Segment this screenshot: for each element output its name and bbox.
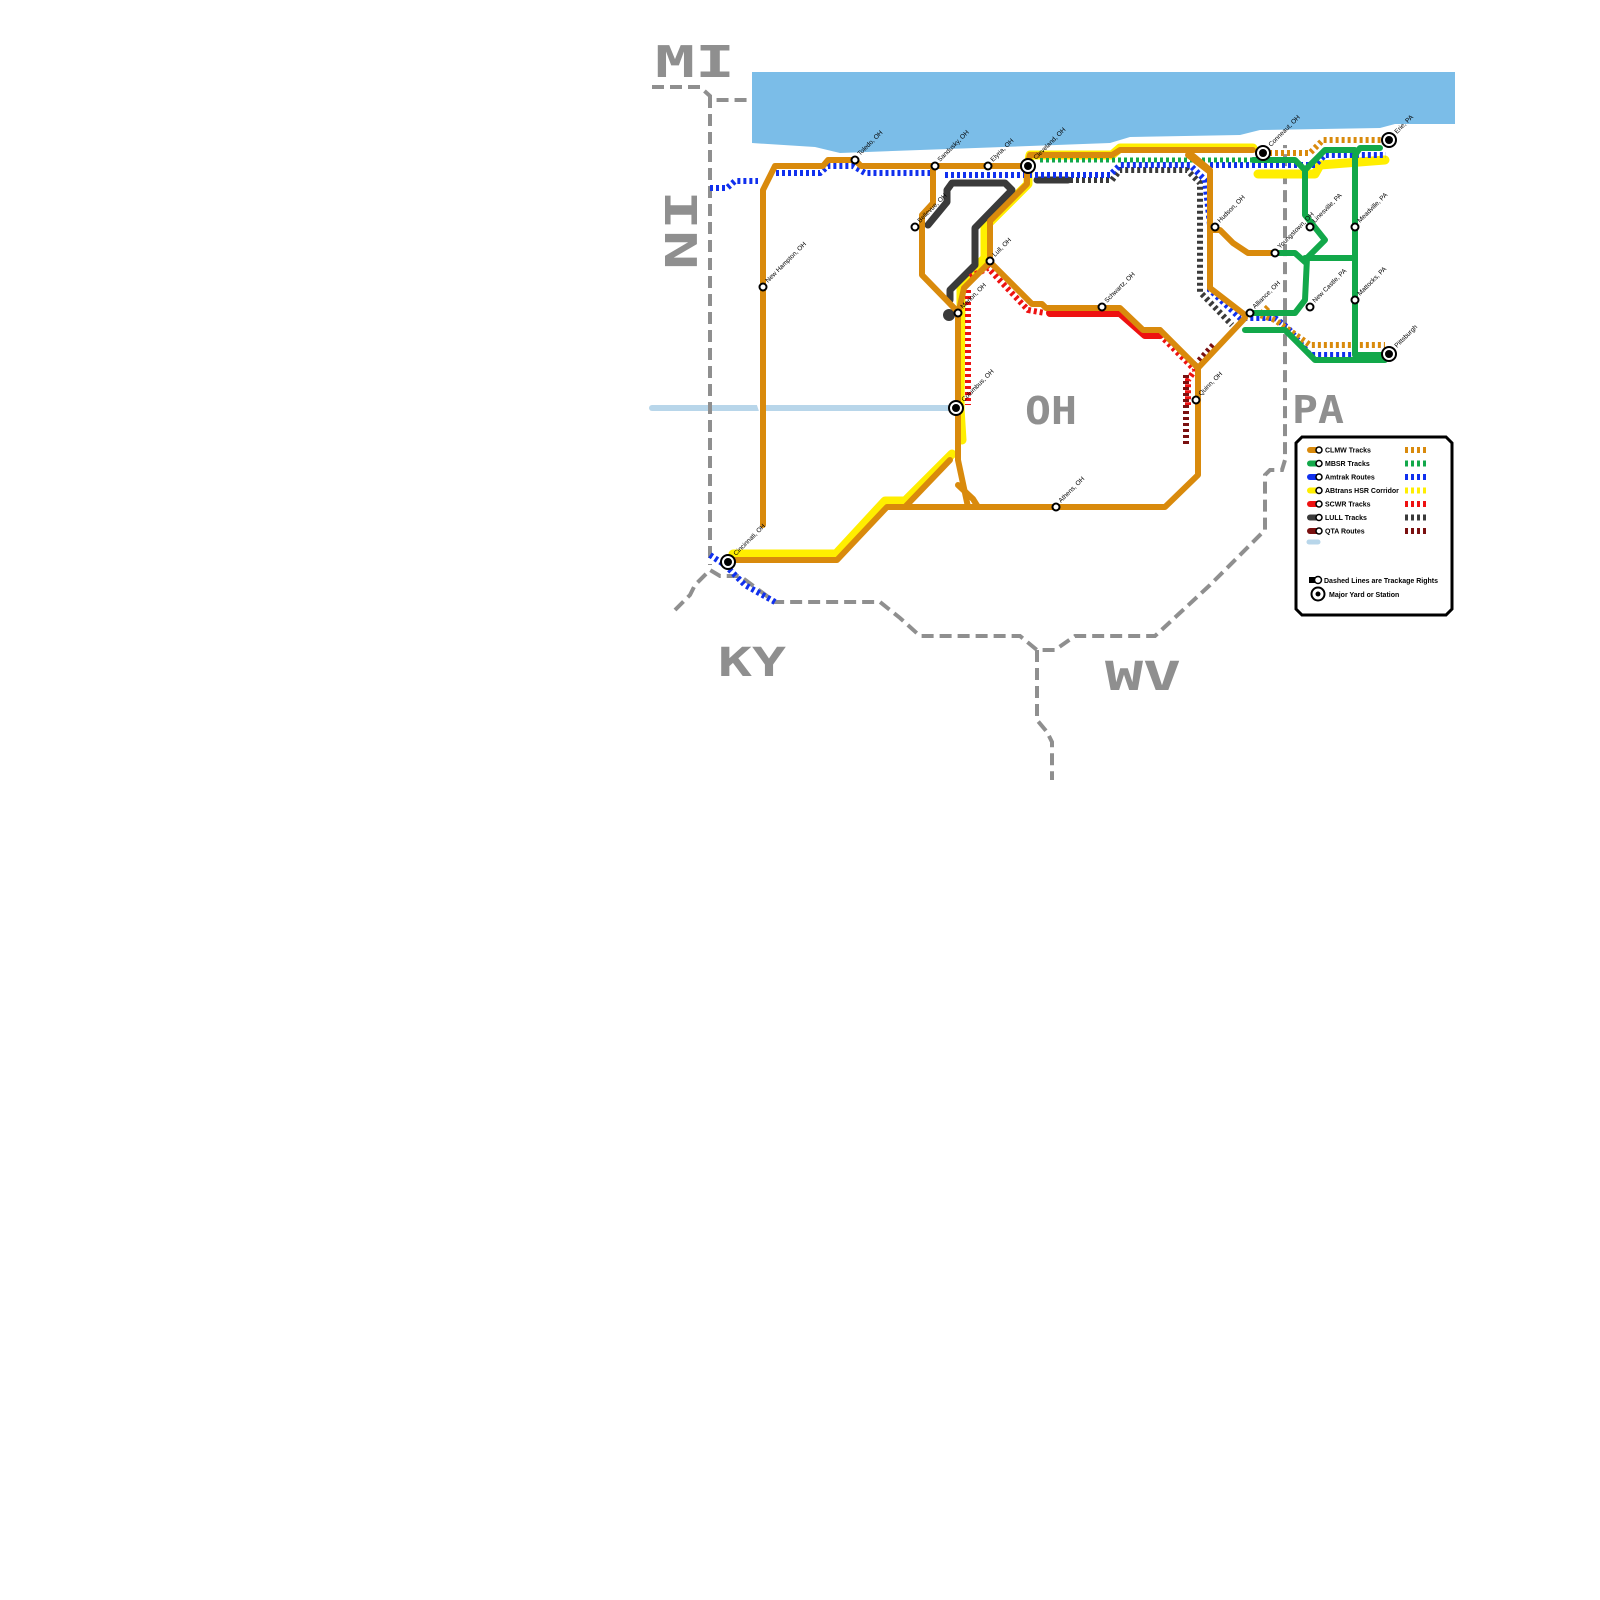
lull-lines — [924, 176, 1072, 304]
station-mattocks — [1350, 295, 1360, 305]
lake-erie — [752, 72, 1455, 153]
station-toledo — [850, 155, 860, 165]
legend-item-label: LULL Tracks — [1325, 515, 1367, 522]
major-station-markers — [720, 132, 1397, 570]
station-marion — [953, 308, 963, 318]
legend-dashed-swatch — [1309, 577, 1315, 583]
label-columbus: Columbus, OH — [960, 368, 995, 403]
label-pittsburgh: Pittsburgh — [1393, 323, 1419, 349]
state-label-in: IN — [654, 190, 705, 270]
station-hudson — [1210, 222, 1220, 232]
legend-item-label: MBSR Tracks — [1325, 461, 1370, 468]
clmw-lines — [730, 147, 1278, 563]
label-athens: Athens, OH — [1057, 475, 1086, 504]
label-mattocks: Mattocks, PA — [1356, 265, 1388, 297]
scwr-trackage-rights — [965, 264, 1199, 405]
state-label-ky: KY — [718, 640, 786, 686]
station-linesville — [1305, 222, 1315, 232]
station-youngstown — [1270, 248, 1280, 258]
station-quinn — [1191, 395, 1201, 405]
label-quinn: Quinn, OH — [1197, 371, 1224, 398]
station-alliance — [1245, 308, 1255, 318]
legend-dashed-note: Dashed Lines are Trackage Rights — [1324, 578, 1438, 585]
state-borders — [652, 85, 1287, 780]
legend-station-swatch — [1315, 527, 1323, 535]
station-lull — [985, 256, 995, 266]
label-meadville: Meadville, PA — [1356, 191, 1389, 224]
qta-trackage-rights — [1183, 340, 1218, 445]
station-athens — [1051, 502, 1061, 512]
label-new-hampton: New Hampton, OH — [764, 241, 808, 285]
state-label-pa: PA — [1292, 388, 1344, 432]
legend-item-label: CLMW Tracks — [1325, 448, 1371, 455]
label-lull: Lull, OH — [991, 237, 1013, 259]
legend-station-swatch — [1315, 513, 1323, 522]
abtrans-lines — [728, 143, 1390, 559]
legend-frame — [1294, 435, 1454, 617]
legend-station-swatch — [1315, 473, 1323, 481]
legend-major-note: Major Yard or Station — [1329, 592, 1399, 599]
state-label-wv: WV — [1105, 654, 1181, 700]
label-hudson: Hudson, OH — [1216, 194, 1246, 224]
lull-terminal-marker — [943, 309, 955, 321]
state-label-mi: MI — [655, 37, 735, 88]
legend-item-label: QTA Routes — [1325, 529, 1365, 536]
station-bellevue — [910, 222, 920, 232]
station-new-castle — [1305, 302, 1315, 312]
station-meadville — [1350, 222, 1360, 232]
station-sandusky — [930, 161, 940, 171]
station-markers — [758, 155, 1360, 512]
legend-station-swatch — [1315, 446, 1323, 454]
label-alliance: Alliance, OH — [1251, 280, 1282, 311]
mbsr-lines — [1242, 145, 1388, 363]
station-new-hampton — [758, 282, 768, 292]
label-new-castle: New Castle, PA — [1311, 267, 1348, 304]
legend-item-label: Amtrak Routes — [1325, 475, 1375, 482]
legend-station-swatch — [1315, 500, 1323, 508]
label-linesville: Linesville, PA — [1311, 192, 1344, 225]
amtrak-trackage-rights — [708, 152, 1386, 605]
station-elyria — [983, 161, 993, 171]
legend-station-swatch — [1315, 486, 1323, 495]
legend-item-label: SCWR Tracks — [1325, 502, 1371, 509]
label-schwartz: Schwartz, OH — [1103, 271, 1137, 305]
station-schwartz — [1097, 302, 1107, 312]
legend-item-label: ABtrans HSR Corridor — [1325, 488, 1399, 495]
legend-station-swatch — [1315, 459, 1323, 468]
state-label-oh: OH — [1025, 389, 1077, 433]
